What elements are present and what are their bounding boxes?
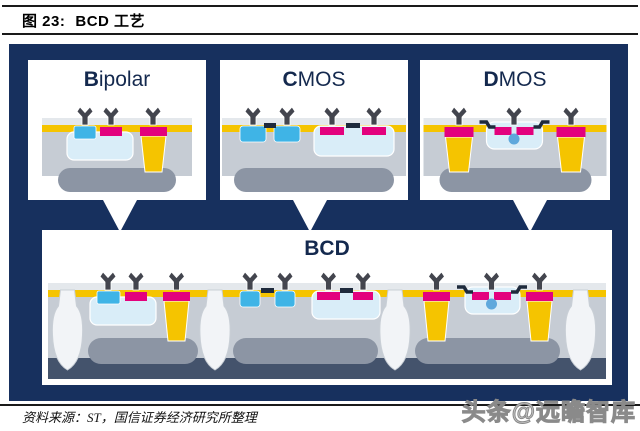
emitter-implant xyxy=(73,125,97,140)
figure-label: 图 23: xyxy=(22,13,66,30)
buried-layers xyxy=(88,338,560,364)
bipolar-emitter xyxy=(96,290,121,305)
drain-implant-left xyxy=(444,127,474,137)
dmos-cross-section xyxy=(423,106,607,192)
drain-sinker-right xyxy=(556,136,586,173)
dmos-title: DMOS xyxy=(483,68,547,91)
buried-layer xyxy=(439,168,592,192)
dmos-source-right xyxy=(494,292,511,300)
bipolar-base-implant xyxy=(125,292,147,301)
bcd-cross-section xyxy=(48,271,606,379)
footer-rule xyxy=(0,404,640,406)
watermark-text: 头条@远瞻智库 xyxy=(461,399,636,427)
pmos-source xyxy=(320,127,344,135)
header-rule-bottom xyxy=(2,33,638,35)
source-implant-right xyxy=(516,127,534,135)
header-rule-top xyxy=(2,5,638,7)
nmos-gate xyxy=(264,123,276,128)
base-implant xyxy=(100,127,122,136)
figure-name: BCD 工艺 xyxy=(75,13,146,30)
connector-tail-bipolar xyxy=(103,200,137,232)
dmos-source-left xyxy=(472,292,489,300)
nmos-source xyxy=(239,290,261,308)
dmos-gate-left xyxy=(457,285,473,294)
pmos-drain xyxy=(362,127,386,135)
connector-tail-dmos xyxy=(513,200,547,232)
dmos-drain-right xyxy=(526,292,553,301)
bcd-title: BCD xyxy=(304,237,350,260)
process-box-bipolar: Bipolar xyxy=(28,60,206,200)
drain-sinker-left xyxy=(444,136,474,173)
pmos-source xyxy=(317,292,340,300)
surface-band xyxy=(42,118,192,125)
nmos-drain xyxy=(273,125,301,143)
collector-sinker xyxy=(140,135,167,173)
diagram-panel: Bipolar CMOS xyxy=(9,44,628,401)
buried-layer xyxy=(234,168,394,192)
body-contact-drop xyxy=(508,133,520,145)
dmos-gate-right xyxy=(511,285,527,294)
pmos-drain xyxy=(353,292,373,300)
drain-implant-right xyxy=(556,127,586,137)
nmos-source xyxy=(239,125,267,143)
gate-left xyxy=(479,120,496,129)
cmos-cross-section xyxy=(222,106,406,192)
figure-title: 图 23: BCD 工艺 xyxy=(22,10,145,31)
oxide-layer xyxy=(222,125,406,132)
pmos-gate xyxy=(340,288,353,293)
process-box-dmos: DMOS xyxy=(420,60,610,200)
dmos-sinker-left xyxy=(423,300,450,342)
nmos-gate xyxy=(261,288,274,293)
bipolar-collector-implant xyxy=(163,292,190,301)
dmos-drain-left xyxy=(423,292,450,301)
connector-tail-cmos xyxy=(293,200,327,232)
bipolar-title: Bipolar xyxy=(83,68,151,91)
gate-right xyxy=(533,120,550,129)
collector-implant xyxy=(140,127,167,136)
dmos-sinker-right xyxy=(526,300,553,342)
buried-layer xyxy=(58,168,176,192)
bipolar-cross-section xyxy=(42,106,192,192)
source-text: 资料来源：ST，国信证券经济研究所整理 xyxy=(22,410,257,425)
source-implant-left xyxy=(494,127,512,135)
pmos-gate xyxy=(346,123,360,128)
cmos-title: CMOS xyxy=(282,68,346,91)
surface-band xyxy=(222,118,406,125)
result-box-bcd: BCD xyxy=(42,230,612,385)
dmos-body-drop xyxy=(486,298,497,310)
bipolar-collector-sinker xyxy=(163,300,190,342)
process-box-cmos: CMOS xyxy=(220,60,408,200)
nmos-drain xyxy=(274,290,296,308)
